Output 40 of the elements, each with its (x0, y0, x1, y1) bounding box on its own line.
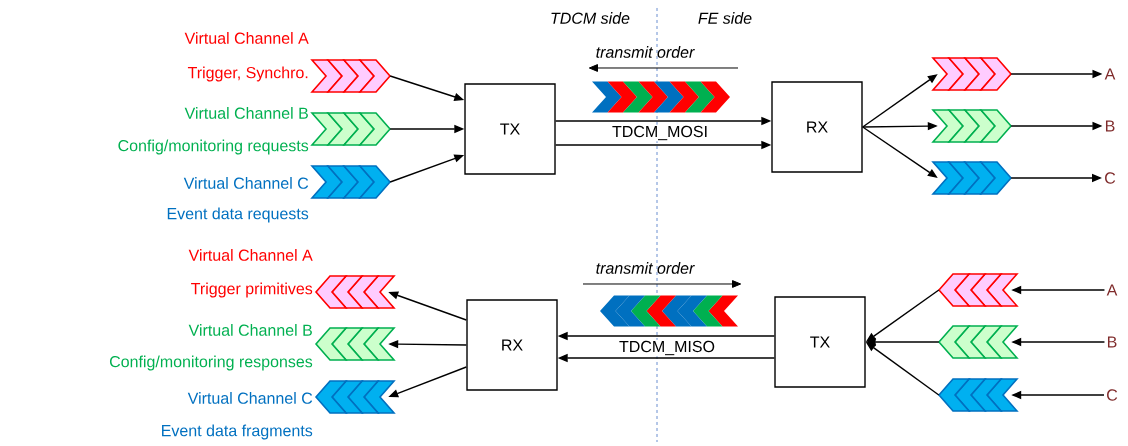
block-box: RX (466, 299, 558, 391)
channel-label: Trigger primitives (191, 282, 313, 298)
block-box: TX (774, 296, 866, 388)
channel-label: Virtual Channel B (184, 107, 308, 119)
block-box: RX (771, 81, 863, 173)
packet-stack (314, 275, 396, 309)
packet-stack (314, 327, 396, 361)
packet-stack (310, 112, 392, 146)
output-letter: A (1104, 68, 1116, 80)
side-label: TDCM side (551, 12, 630, 24)
packet-stack (937, 325, 1019, 359)
packet-stack (310, 59, 392, 93)
channel-label: Virtual Channel C (183, 177, 309, 189)
channel-label: Event data requests (167, 207, 309, 223)
output-letter: B (1106, 120, 1115, 132)
edge-label: TDCM_MOSI (611, 124, 709, 142)
edge-label: TDCM_MISO (618, 339, 716, 357)
packet-stack (937, 273, 1019, 307)
packet-stack (931, 109, 1013, 143)
order-label: transmit order (596, 262, 695, 274)
channel-label: Config/monitoring requests (118, 139, 309, 155)
channel-label: Config/monitoring responses (109, 355, 313, 371)
channel-label: Virtual Channel C (187, 392, 313, 404)
side-label: FE side (698, 12, 752, 24)
channel-label: Event data fragments (162, 424, 313, 440)
channel-label: Virtual Channel A (188, 249, 313, 261)
packet-stack (937, 378, 1019, 412)
output-letter: C (1107, 389, 1118, 401)
channel-label: Virtual Channel A (184, 32, 309, 44)
packet-stack (931, 161, 1013, 195)
channel-label: Virtual Channel B (188, 324, 312, 336)
packet-stack (310, 165, 392, 199)
output-letter: A (1106, 284, 1118, 296)
block-box: TX (464, 83, 556, 175)
output-letter: C (1105, 172, 1116, 184)
packet-stack (314, 380, 396, 414)
order-label: transmit order (596, 46, 695, 58)
output-letter: B (1108, 336, 1117, 348)
packet-stack (931, 57, 1013, 91)
channel-label: Trigger, Synchro. (187, 66, 308, 82)
